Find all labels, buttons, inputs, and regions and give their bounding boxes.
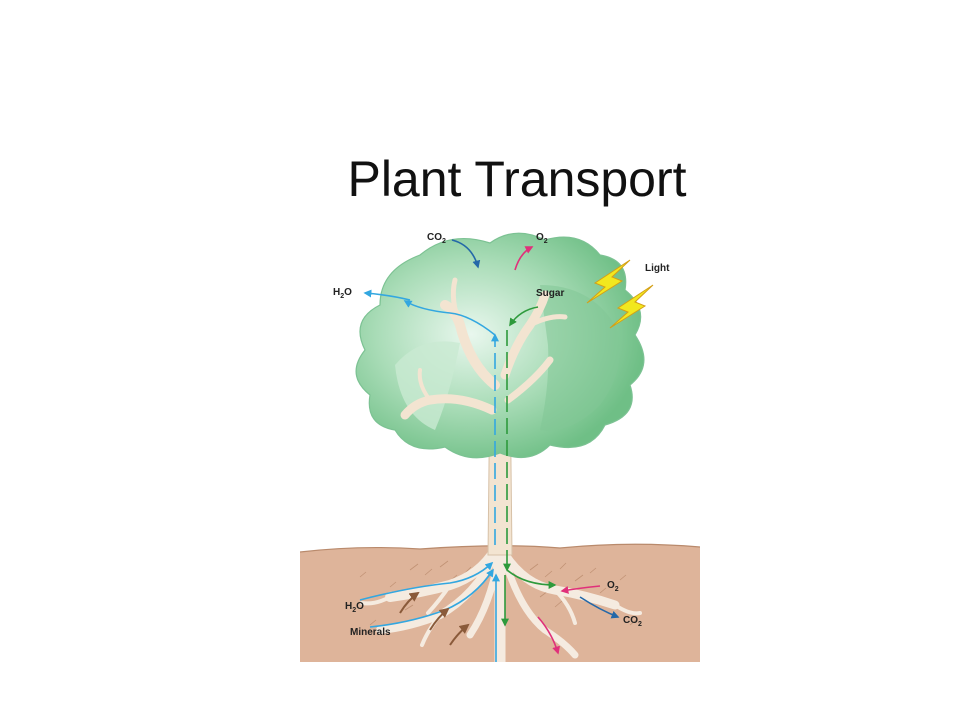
plant-transport-diagram: CO2 O2 Light H2O Sugar O2 H2O CO2 Minera… xyxy=(300,232,700,662)
minerals-arrow-3 xyxy=(449,623,470,646)
slide-title: Plant Transport xyxy=(347,151,687,207)
label-h2o-root: H2O xyxy=(345,601,364,614)
water-arrow-branch xyxy=(403,300,496,336)
label-sugar: Sugar xyxy=(536,288,564,299)
light-bolt-icon xyxy=(586,259,631,304)
minerals-arrow-2 xyxy=(429,607,450,631)
light-bolt-icon xyxy=(609,284,654,329)
canopy xyxy=(355,232,645,459)
co2-root-out-arrow xyxy=(579,596,620,619)
sugar-flow-arrows xyxy=(501,306,557,627)
label-minerals: Minerals xyxy=(350,627,391,638)
o2-root-in-arrow-2 xyxy=(537,616,560,655)
mineral-arrows xyxy=(399,591,470,646)
branches xyxy=(400,277,568,420)
label-co2-root: CO2 xyxy=(623,615,642,628)
gas-arrows xyxy=(451,239,620,655)
light-bolts xyxy=(586,259,654,329)
label-o2-root: O2 xyxy=(607,580,619,593)
water-arrow-root-1 xyxy=(359,561,494,601)
label-o2-top: O2 xyxy=(536,232,548,245)
o2-out-arrow xyxy=(514,246,534,271)
sugar-arrow-leaf xyxy=(509,306,539,327)
sugar-arrow-root xyxy=(506,569,557,589)
label-h2o-left: H2O xyxy=(333,287,352,300)
label-light: Light xyxy=(645,263,670,274)
label-co2-top: CO2 xyxy=(427,232,446,245)
minerals-arrow-1 xyxy=(399,591,420,614)
o2-root-in-arrow xyxy=(560,585,601,594)
water-arrow-transpiration xyxy=(363,289,411,301)
co2-in-arrow xyxy=(451,239,481,269)
